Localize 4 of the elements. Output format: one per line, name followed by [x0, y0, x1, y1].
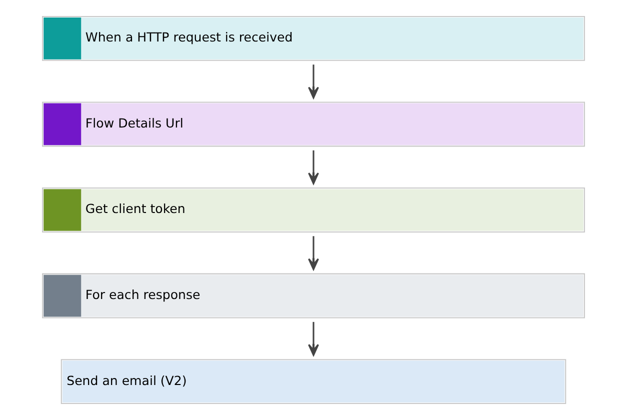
arrow [308, 322, 318, 356]
arrow [308, 150, 318, 184]
arrow [308, 64, 318, 99]
arrow [308, 236, 318, 270]
